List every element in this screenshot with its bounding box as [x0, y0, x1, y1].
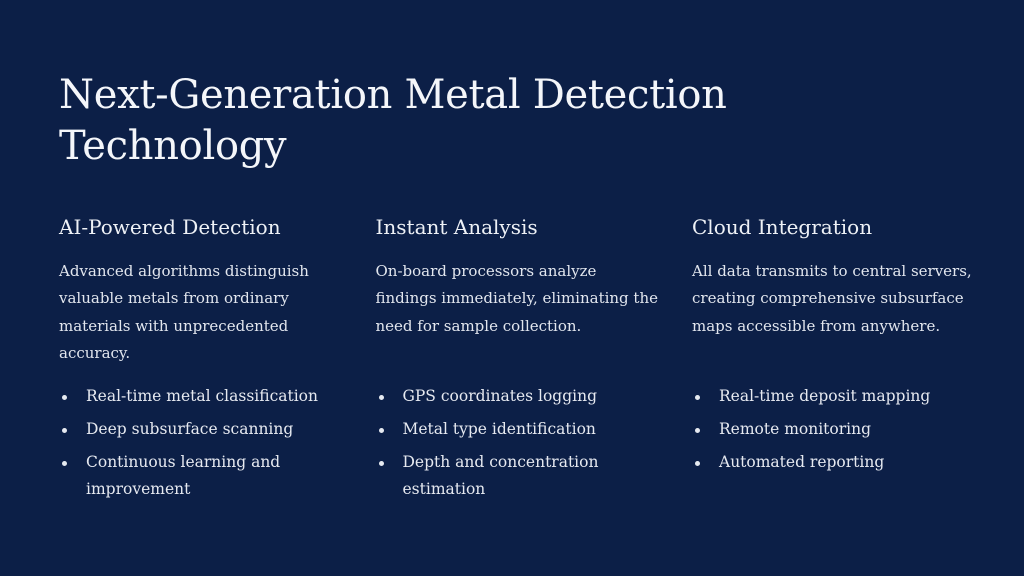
bullet-item: Real-time deposit mapping: [692, 383, 964, 410]
bullet-item: Deep subsurface scanning: [59, 416, 331, 443]
feature-column-instant-analysis: Instant Analysis On-board processors ana…: [376, 212, 693, 509]
bullet-list: Real-time metal classification Deep subs…: [59, 383, 376, 503]
feature-column-cloud-integration: Cloud Integration All data transmits to …: [692, 212, 1009, 509]
bullet-text: Real-time deposit mapping: [719, 387, 931, 405]
bullet-dot-icon: [695, 395, 700, 400]
bullet-dot-icon: [62, 461, 67, 466]
bullet-item: Remote monitoring: [692, 416, 964, 443]
bullet-item: Real-time metal classification: [59, 383, 331, 410]
bullet-dot-icon: [378, 395, 384, 400]
bullet-text: Real-time metal classification: [86, 387, 318, 405]
bullet-text: Deep subsurface scanning: [86, 420, 294, 438]
bullet-dot-icon: [378, 428, 384, 433]
bullet-text: Continuous learning and improvement: [86, 453, 281, 498]
bullet-item: Continuous learning and improvement: [59, 449, 331, 503]
bullet-dot-icon: [62, 428, 67, 433]
bullet-list: Real-time deposit mapping Remote monitor…: [692, 383, 1009, 476]
bullet-dot-icon: [378, 461, 384, 466]
column-heading: Cloud Integration: [692, 215, 873, 239]
bullet-item: Automated reporting: [692, 449, 964, 476]
feature-columns: AI-Powered Detection Advanced algorithms…: [59, 212, 989, 509]
bullet-item: GPS coordinates logging: [376, 383, 648, 410]
bullet-dot-icon: [695, 461, 700, 466]
bullet-item: Depth and concentration estimation: [376, 449, 648, 503]
bullet-text: GPS coordinates logging: [402, 387, 598, 405]
bullet-text: Metal type identification: [402, 420, 596, 438]
column-description: On-board processors analyze findings imm…: [375, 262, 659, 335]
column-description: All data transmits to central servers, c…: [692, 262, 972, 335]
bullet-dot-icon: [62, 395, 67, 400]
feature-column-ai-detection: AI-Powered Detection Advanced algorithms…: [59, 212, 376, 509]
column-heading: Instant Analysis: [375, 215, 538, 239]
bullet-text: Automated reporting: [719, 453, 885, 471]
column-description: Advanced algorithms distinguish valuable…: [59, 262, 309, 362]
bullet-dot-icon: [695, 428, 700, 433]
slide-title: Next-Generation Metal Detection Technolo…: [59, 72, 727, 169]
bullet-text: Remote monitoring: [719, 420, 872, 438]
bullet-text: Depth and concentration estimation: [402, 453, 599, 498]
column-heading: AI-Powered Detection: [59, 215, 281, 239]
bullet-item: Metal type identification: [376, 416, 648, 443]
bullet-list: GPS coordinates logging Metal type ident…: [376, 383, 693, 503]
